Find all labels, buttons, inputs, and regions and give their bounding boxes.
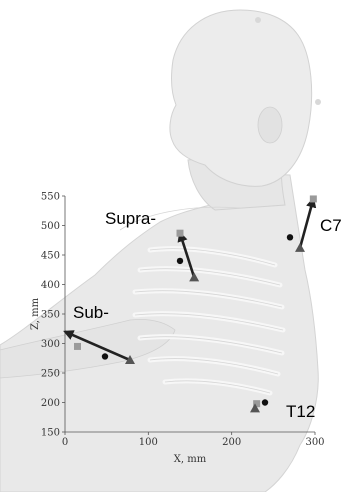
y-tick-label: 450 [41,251,60,262]
circle-marker [262,399,268,405]
x-tick-label: 0 [62,437,68,448]
circle-marker [102,353,108,359]
head-shape [170,10,312,186]
surface-marker [255,17,261,23]
annotation-c7: C7 [320,216,342,235]
square-marker [310,195,317,202]
y-tick-label: 250 [41,369,60,380]
square-marker [177,230,184,237]
y-tick-label: 550 [41,192,60,203]
circle-marker [177,258,183,264]
square-marker [74,343,81,350]
y-tick-label: 350 [41,310,60,321]
y-tick-label: 300 [41,339,60,350]
displacement-arrow [300,199,313,248]
y-tick-label: 400 [41,280,60,291]
circle-marker [287,234,293,240]
ear-shape [258,107,282,143]
y-tick-label: 200 [41,398,60,409]
y-tick-label: 150 [41,428,60,439]
x-axis-label: X, mm [174,454,207,465]
x-tick-label: 200 [222,437,241,448]
surface-marker [315,99,321,105]
x-tick-label: 100 [139,437,158,448]
annotation-supra: Supra- [105,209,156,228]
annotation-sub: Sub- [73,303,109,322]
y-tick-label: 500 [41,221,60,232]
annotation-t12: T12 [286,402,315,421]
y-axis-label: Z, mm [30,297,41,330]
x-tick-label: 300 [305,437,324,448]
